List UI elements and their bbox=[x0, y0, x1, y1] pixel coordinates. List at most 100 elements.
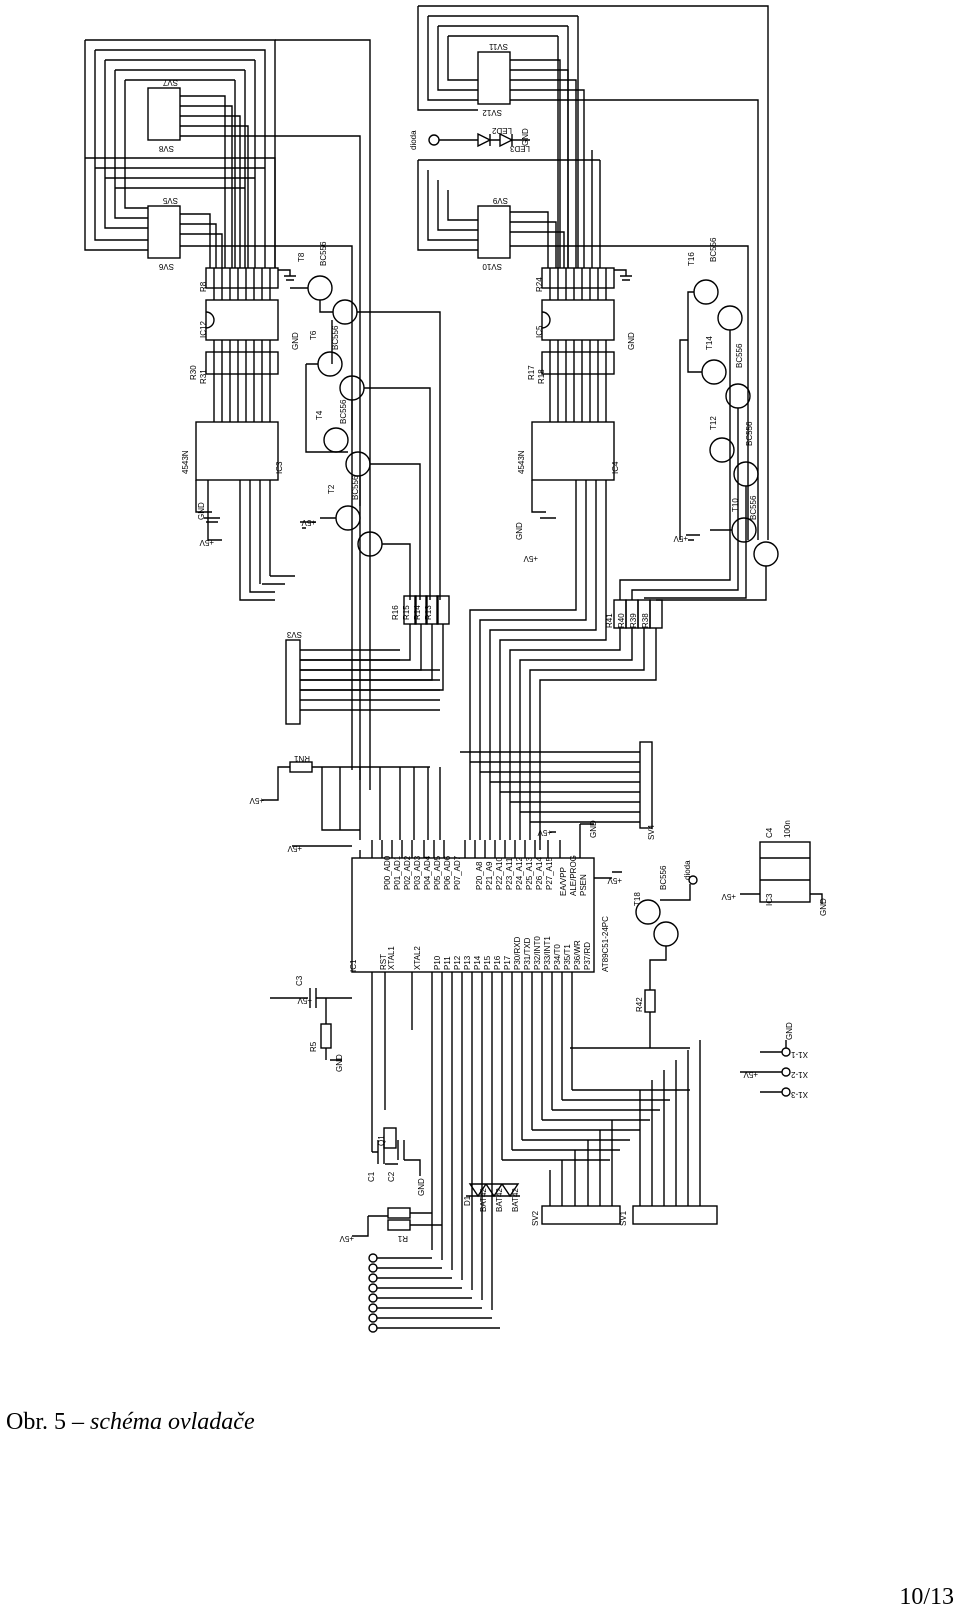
label-p00: P00_AD0 bbox=[383, 855, 392, 890]
label-psen: PSEN bbox=[579, 874, 588, 896]
label-t2: T2 bbox=[327, 484, 336, 494]
label-q1: Q1 bbox=[377, 1135, 386, 1146]
label-vcc-r1: +5V bbox=[339, 1234, 354, 1243]
label-t14: T14 bbox=[705, 336, 714, 350]
label-ale: ALE/PROG bbox=[569, 855, 578, 896]
label-r40: R40 bbox=[617, 613, 626, 628]
label-bat42-b: BAT42 bbox=[495, 1188, 504, 1212]
label-bc556-t14: BC556 bbox=[735, 343, 744, 368]
label-sv11: SV11 bbox=[488, 42, 508, 51]
label-sv10: SV10 bbox=[482, 262, 502, 271]
label-c4: C4 bbox=[765, 827, 774, 838]
label-p17: P17 bbox=[503, 955, 512, 970]
label-t12: T12 bbox=[709, 416, 718, 430]
label-4543-left: 4543N bbox=[181, 450, 190, 474]
label-bat42-a: BAT42 bbox=[479, 1188, 488, 1212]
label-ic3: IC3 bbox=[275, 461, 284, 474]
label-dioda-mcu: dioda bbox=[683, 860, 692, 880]
label-p21: P21_A9 bbox=[485, 861, 494, 890]
label-vcc-ea: +5V bbox=[537, 828, 552, 837]
label-sv8: SV8 bbox=[158, 144, 174, 153]
label-p33: P33/INT1 bbox=[543, 936, 552, 970]
label-led2: LED2 bbox=[491, 126, 512, 135]
label-ic12: IC12 bbox=[199, 321, 208, 338]
label-c4-value: 100n bbox=[783, 820, 792, 838]
label-r5: R5 bbox=[309, 1041, 318, 1052]
label-r14: R14 bbox=[413, 605, 422, 620]
label-p23: P23_A11 bbox=[505, 857, 514, 890]
label-t8: T8 bbox=[297, 252, 306, 262]
label-bc556-t8: BC556 bbox=[319, 241, 328, 266]
label-r41: R41 bbox=[605, 613, 614, 628]
label-r13: R13 bbox=[424, 605, 433, 620]
label-ic5: IC5 bbox=[535, 325, 544, 338]
label-p06: P06_AD6 bbox=[443, 855, 452, 890]
label-bc556-t10: BC556 bbox=[749, 495, 758, 520]
label-sv4: SV4 bbox=[647, 824, 656, 840]
label-vcc-x1: +5V bbox=[743, 1070, 758, 1079]
label-t18: T18 bbox=[633, 892, 642, 906]
label-p10: P10 bbox=[433, 955, 442, 970]
label-p24: P24_A12 bbox=[515, 857, 524, 890]
label-dioda-top: dioda bbox=[409, 130, 418, 150]
label-sv5: SV5 bbox=[162, 196, 178, 205]
label-gnd-ic5: GND bbox=[627, 332, 636, 350]
label-p05: P05_AD5 bbox=[433, 855, 442, 890]
label-p02: P02_AD2 bbox=[403, 855, 412, 890]
label-gnd-ic4: GND bbox=[515, 522, 524, 540]
label-vcc-ic4: +5V bbox=[523, 554, 538, 563]
label-r39: R39 bbox=[629, 613, 638, 628]
label-gnd-mcu: GND bbox=[589, 820, 598, 838]
label-vcc-mcu: +5V bbox=[287, 844, 302, 853]
label-p12: P12 bbox=[453, 955, 462, 970]
label-p22: P22_A10 bbox=[495, 857, 504, 890]
label-p16: P16 bbox=[493, 955, 502, 970]
label-t6: T6 bbox=[309, 330, 318, 340]
caption-text: schéma ovladače bbox=[90, 1409, 255, 1435]
label-vcc-t2: +5V bbox=[301, 518, 316, 527]
label-x1-1: X1-1 bbox=[791, 1050, 808, 1059]
label-p27: P27_A15 bbox=[545, 857, 554, 890]
label-p14: P14 bbox=[473, 955, 482, 970]
label-c1: C1 bbox=[367, 1171, 376, 1182]
label-vcc-rn1: +5V bbox=[249, 796, 264, 805]
label-sv12: SV12 bbox=[482, 108, 502, 117]
label-p32: P32/INT0 bbox=[533, 936, 542, 970]
label-p13: P13 bbox=[463, 955, 472, 970]
label-p01: P01_AD1 bbox=[393, 855, 402, 890]
label-vcc-c3: +5V bbox=[297, 996, 312, 1005]
label-r18: R18 bbox=[537, 369, 546, 384]
label-p04: P04_AD4 bbox=[423, 855, 432, 890]
label-gnd-led: GND bbox=[521, 128, 530, 146]
schematic-diagram: SV7 SV8 SV5 SV6 SV11 SV12 SV9 SV10 dioda… bbox=[84, 5, 828, 1333]
label-p11: P11 bbox=[443, 956, 452, 970]
label-bc556-t18: BC556 bbox=[659, 865, 668, 890]
label-mcu: AT89C51-24PC bbox=[601, 916, 610, 972]
label-c3: C3 bbox=[295, 975, 304, 986]
label-c2: C2 bbox=[387, 1171, 396, 1182]
label-p31: P31/TXD bbox=[523, 937, 532, 970]
label-gnd-ic3-small: GND bbox=[819, 898, 828, 916]
label-p26: P26_A14 bbox=[535, 857, 544, 890]
label-rn1: RN1 bbox=[293, 754, 310, 763]
label-ic3-small: IC3 bbox=[765, 893, 774, 906]
label-r42: R42 bbox=[635, 997, 644, 1012]
label-r38: R38 bbox=[641, 613, 650, 628]
label-r30: R30 bbox=[189, 365, 198, 380]
label-t4: T4 bbox=[315, 410, 324, 420]
label-sv3: SV3 bbox=[286, 630, 302, 639]
label-x1-3: X1-3 bbox=[791, 1090, 808, 1099]
label-r15: R15 bbox=[402, 605, 411, 620]
label-sv2: SV2 bbox=[531, 1210, 540, 1226]
label-led3: LED3 bbox=[509, 144, 530, 153]
label-sv6: SV6 bbox=[158, 262, 174, 271]
label-r17: R17 bbox=[527, 365, 536, 380]
label-gnd-x1: GND bbox=[785, 1022, 794, 1040]
figure-caption: Obr. 5 – schéma ovladače bbox=[6, 1409, 255, 1436]
label-bc556-t4: BC556 bbox=[339, 399, 348, 424]
label-sv1: SV1 bbox=[619, 1210, 628, 1226]
label-ic1: IC1 bbox=[349, 959, 358, 972]
label-xtal1: XTAL1 bbox=[387, 946, 396, 970]
label-p25: P25_A13 bbox=[525, 857, 534, 890]
label-bc556-t16: BC556 bbox=[709, 237, 718, 262]
